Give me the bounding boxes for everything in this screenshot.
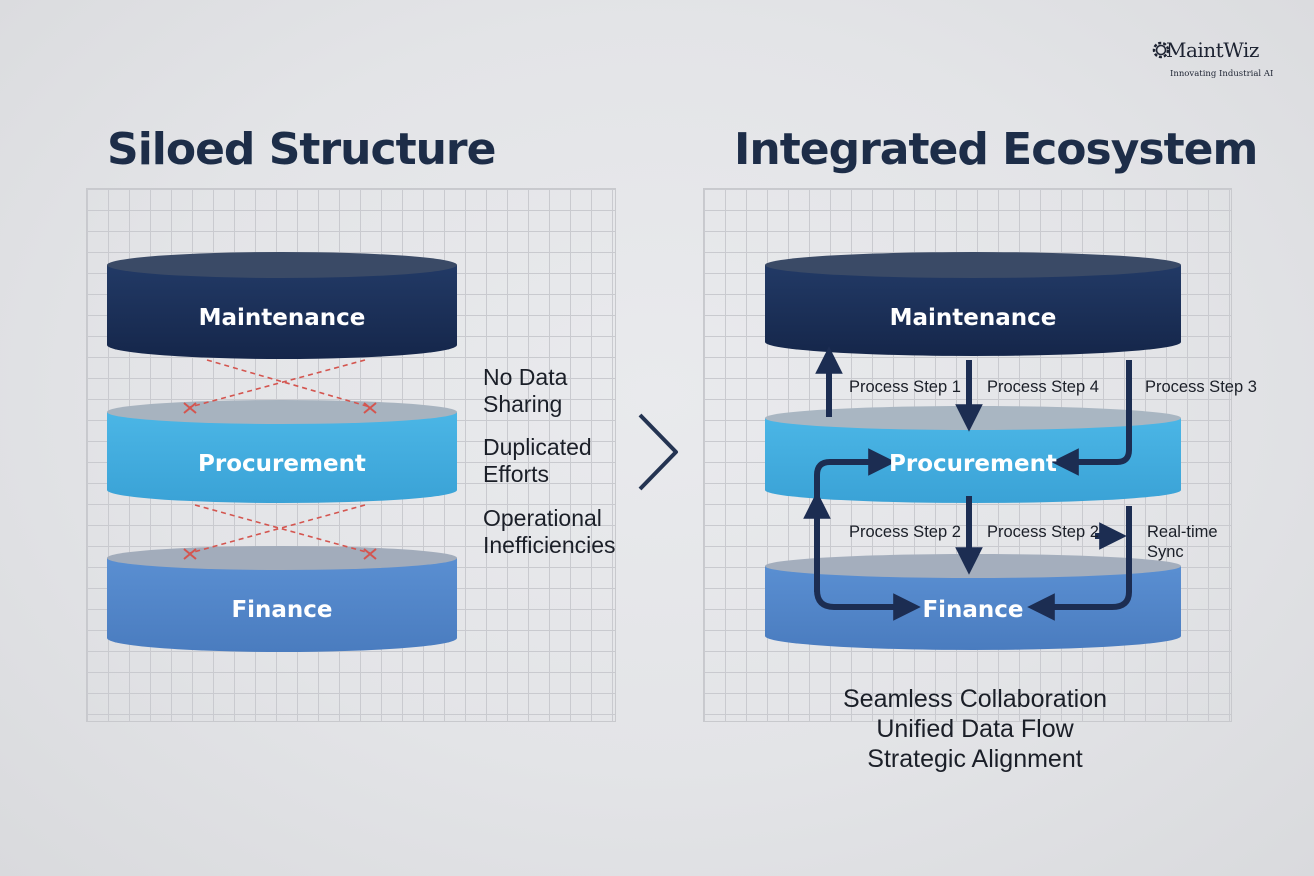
issue-duplicated-efforts: Duplicated Efforts — [483, 434, 592, 487]
right-finance-layer — [765, 554, 1181, 650]
flow-label-sync: Sync — [1147, 543, 1184, 561]
issue-operational-inefficiencies: Operational Inefficiencies — [483, 505, 616, 558]
arrow-realtime-sync-loop — [1027, 506, 1132, 621]
left-finance-label: Finance — [231, 597, 332, 623]
flow-label-step-2-left: Process Step 2 — [849, 523, 961, 541]
benefit-seamless-collaboration: Seamless Collaboration — [842, 685, 1108, 713]
logo-name: MaintWiz — [1166, 38, 1259, 62]
right-maintenance-layer — [765, 252, 1181, 356]
chevron-right-icon — [638, 413, 678, 491]
left-maintenance-layer — [107, 252, 457, 359]
flow-label-step-2-right: Process Step 2 — [987, 523, 1099, 541]
issue-no-data-sharing: No Data Sharing — [483, 364, 568, 417]
arrow-left-loop-to-procurement — [814, 448, 896, 592]
left-procurement-layer — [107, 400, 457, 503]
flow-label-step-3: Process Step 3 — [1145, 378, 1257, 396]
flow-label-step-4: Process Step 4 — [987, 378, 1099, 396]
left-maintenance-label: Maintenance — [199, 305, 366, 331]
benefit-strategic-alignment: Strategic Alignment — [867, 745, 1083, 773]
arrow-to-finance-left — [814, 589, 921, 621]
integrated-title: Integrated Ecosystem — [734, 124, 1258, 175]
cross-icon — [363, 548, 377, 560]
right-procurement-label: Procurement — [889, 451, 1057, 477]
left-procurement-label: Procurement — [198, 451, 366, 477]
gear-icon — [1152, 41, 1170, 59]
siloed-title: Siloed Structure — [107, 124, 496, 175]
left-cross-marks — [183, 402, 377, 560]
cross-icon — [183, 402, 197, 414]
right-finance-label: Finance — [922, 597, 1023, 623]
flow-label-realtime: Real-time — [1147, 523, 1218, 541]
right-maintenance-label: Maintenance — [890, 305, 1057, 331]
cross-icon — [363, 402, 377, 414]
cross-icon — [183, 548, 197, 560]
right-flow-arrows — [803, 346, 1132, 621]
benefit-unified-data-flow: Unified Data Flow — [876, 715, 1074, 743]
logo-tagline: Innovating Industrial AI — [1170, 69, 1274, 79]
maintwiz-logo: MaintWiz Innovating Industrial AI — [1150, 38, 1280, 86]
left-finance-layer — [107, 546, 457, 652]
flow-label-step-1: Process Step 1 — [849, 378, 961, 396]
left-broken-links — [189, 359, 371, 554]
arrow-maintenance-to-procurement-right — [1051, 360, 1132, 476]
